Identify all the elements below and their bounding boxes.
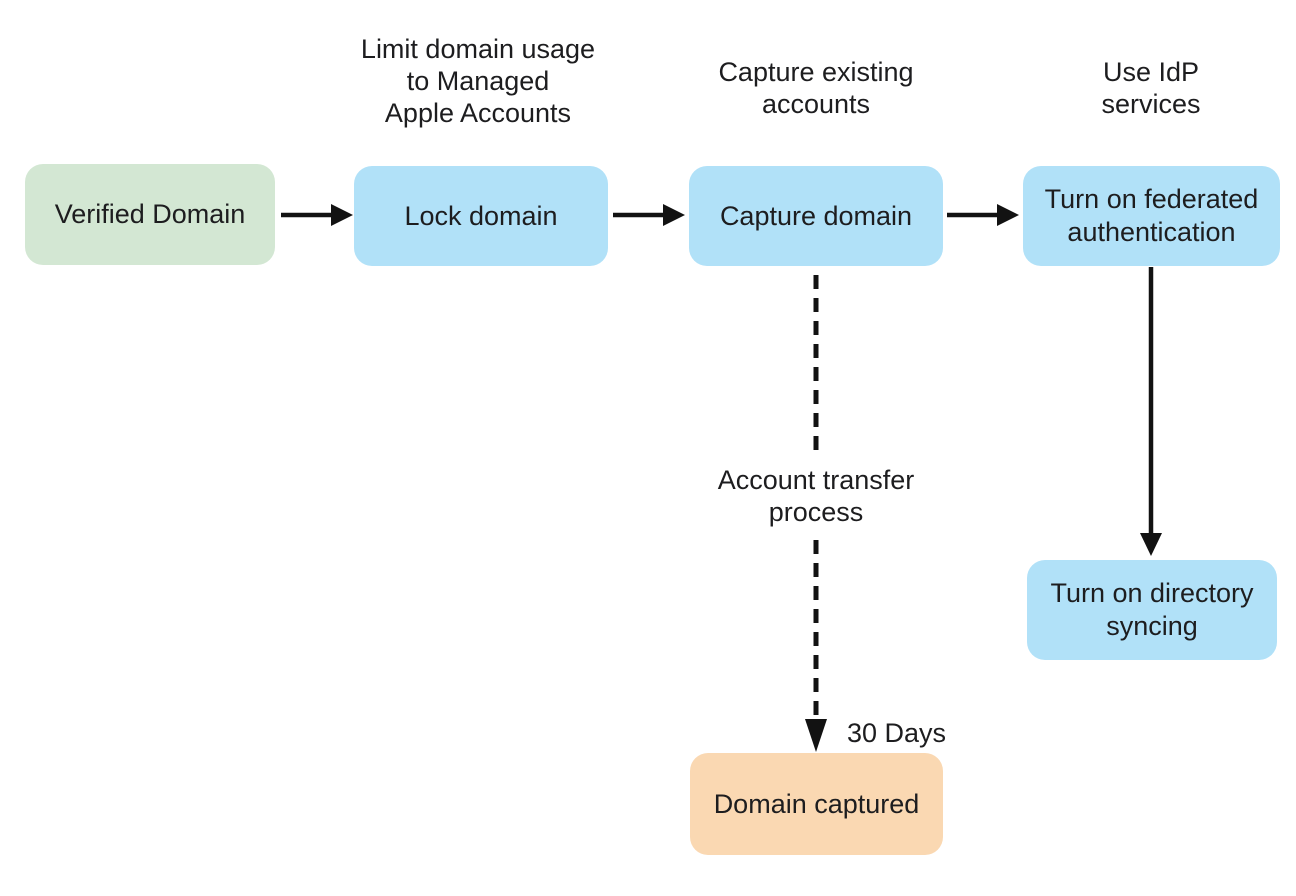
arrowhead-icon (1140, 533, 1162, 556)
node-lock-domain: Lock domain (354, 166, 608, 266)
arrowhead-icon (805, 719, 827, 752)
arrow-verified-to-lock (281, 204, 353, 226)
annotation-account-transfer-process: Account transfer process (717, 465, 915, 527)
node-domain-captured: Domain captured (690, 753, 943, 855)
arrow-capture-to-federated (947, 204, 1019, 226)
annotation-limit-domain-usage: Limit domain usage to Managed Apple Acco… (360, 34, 596, 128)
node-capture-domain: Capture domain (689, 166, 943, 266)
arrowhead-icon (331, 204, 353, 226)
node-verified-domain: Verified Domain (25, 164, 275, 265)
annotation-30-days: 30 Days (847, 718, 947, 748)
node-turn-on-federated-authentication: Turn on federated authentication (1023, 166, 1280, 266)
arrowhead-icon (663, 204, 685, 226)
arrow-federated-to-directory (1140, 267, 1162, 556)
node-turn-on-directory-syncing: Turn on directory syncing (1027, 560, 1277, 660)
arrow-lock-to-capture (613, 204, 685, 226)
arrowhead-icon (997, 204, 1019, 226)
annotation-use-idp-services: Use IdP services (1101, 57, 1201, 119)
annotation-capture-existing-accounts: Capture existing accounts (718, 57, 914, 119)
